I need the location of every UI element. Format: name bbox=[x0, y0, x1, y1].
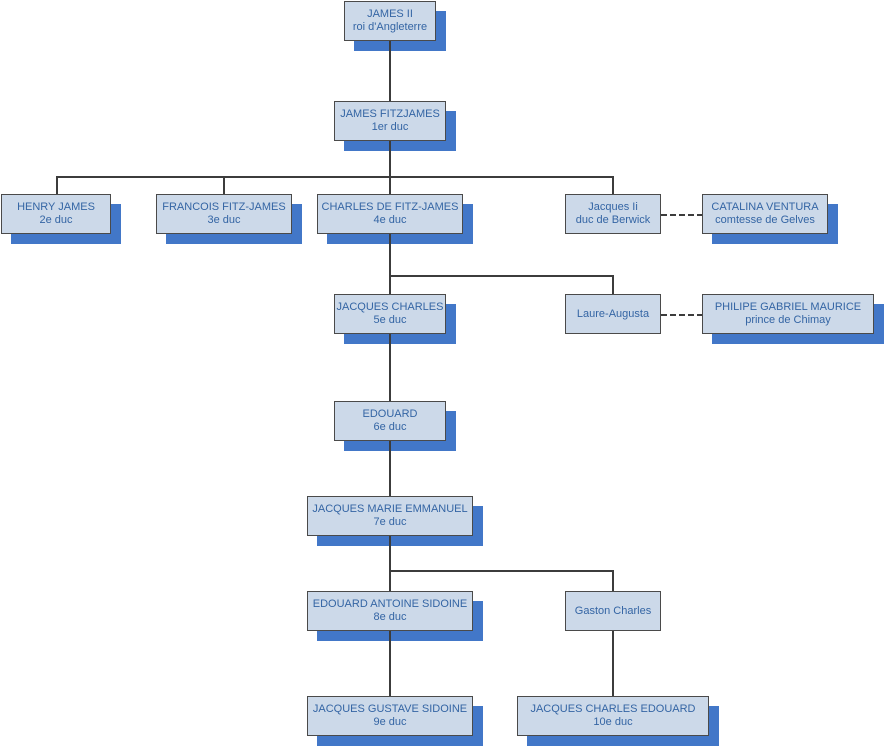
person-title: 8e duc bbox=[373, 611, 407, 623]
person-title: 4e duc bbox=[373, 214, 407, 226]
person-title: prince de Chimay bbox=[745, 314, 831, 326]
person-name: EDOUARD bbox=[362, 408, 418, 420]
person-title: 9e duc bbox=[373, 716, 407, 728]
connector-line-vertical bbox=[389, 41, 391, 101]
connector-line-horizontal bbox=[389, 275, 613, 277]
connector-line-vertical bbox=[389, 441, 391, 496]
person-name: JACQUES CHARLES EDOUARD bbox=[530, 703, 696, 715]
person-name: JACQUES MARIE EMMANUEL bbox=[312, 503, 468, 515]
connector-line-vertical bbox=[389, 536, 391, 591]
person-title: duc de Berwick bbox=[575, 214, 651, 226]
person-name: Jacques Ii bbox=[588, 201, 638, 213]
person-name: JAMES II bbox=[367, 8, 413, 20]
person-name: Laure-Augusta bbox=[576, 307, 650, 320]
connector-line-vertical bbox=[612, 631, 614, 696]
person-title: 7e duc bbox=[373, 516, 407, 528]
person-name: JACQUES CHARLES bbox=[336, 301, 444, 313]
person-title: roi d'Angleterre bbox=[352, 21, 428, 33]
person-title: 2e duc bbox=[39, 214, 73, 226]
person-name: JACQUES GUSTAVE SIDOINE bbox=[312, 703, 468, 715]
person-node-laure[interactable]: Laure-Augusta bbox=[565, 294, 661, 334]
person-title: 5e duc bbox=[373, 314, 407, 326]
marriage-line-dashed bbox=[661, 214, 703, 216]
connector-line-horizontal bbox=[389, 570, 613, 572]
connector-line-vertical bbox=[56, 176, 58, 194]
connector-line-vertical bbox=[223, 176, 225, 194]
person-name: HENRY JAMES bbox=[17, 201, 95, 213]
marriage-line-dashed bbox=[661, 314, 703, 316]
person-title: comtesse de Gelves bbox=[715, 214, 815, 226]
connector-line-horizontal bbox=[56, 176, 613, 178]
person-name: FRANCOIS FITZ-JAMES bbox=[162, 201, 286, 213]
person-name: JAMES FITZJAMES bbox=[340, 108, 440, 120]
connector-line-vertical bbox=[389, 631, 391, 696]
person-name: Gaston Charles bbox=[574, 604, 652, 617]
connector-line-vertical bbox=[612, 275, 614, 294]
person-name: PHILIPE GABRIEL MAURICE bbox=[714, 301, 862, 313]
person-name: CHARLES DE FITZ-JAMES bbox=[321, 201, 459, 213]
person-title: 1er duc bbox=[371, 121, 409, 133]
person-title: 10e duc bbox=[593, 716, 633, 728]
connector-line-vertical bbox=[612, 570, 614, 591]
person-name: EDOUARD ANTOINE SIDOINE bbox=[312, 598, 468, 610]
connector-line-vertical bbox=[612, 176, 614, 194]
connector-line-vertical bbox=[389, 234, 391, 294]
person-title: 3e duc bbox=[207, 214, 241, 226]
person-node-gaston[interactable]: Gaston Charles bbox=[565, 591, 661, 631]
person-name: CATALINA VENTURA bbox=[711, 201, 819, 213]
connector-line-vertical bbox=[389, 141, 391, 176]
connector-line-vertical bbox=[389, 176, 391, 194]
connector-line-vertical bbox=[389, 334, 391, 401]
person-title: 6e duc bbox=[373, 421, 407, 433]
